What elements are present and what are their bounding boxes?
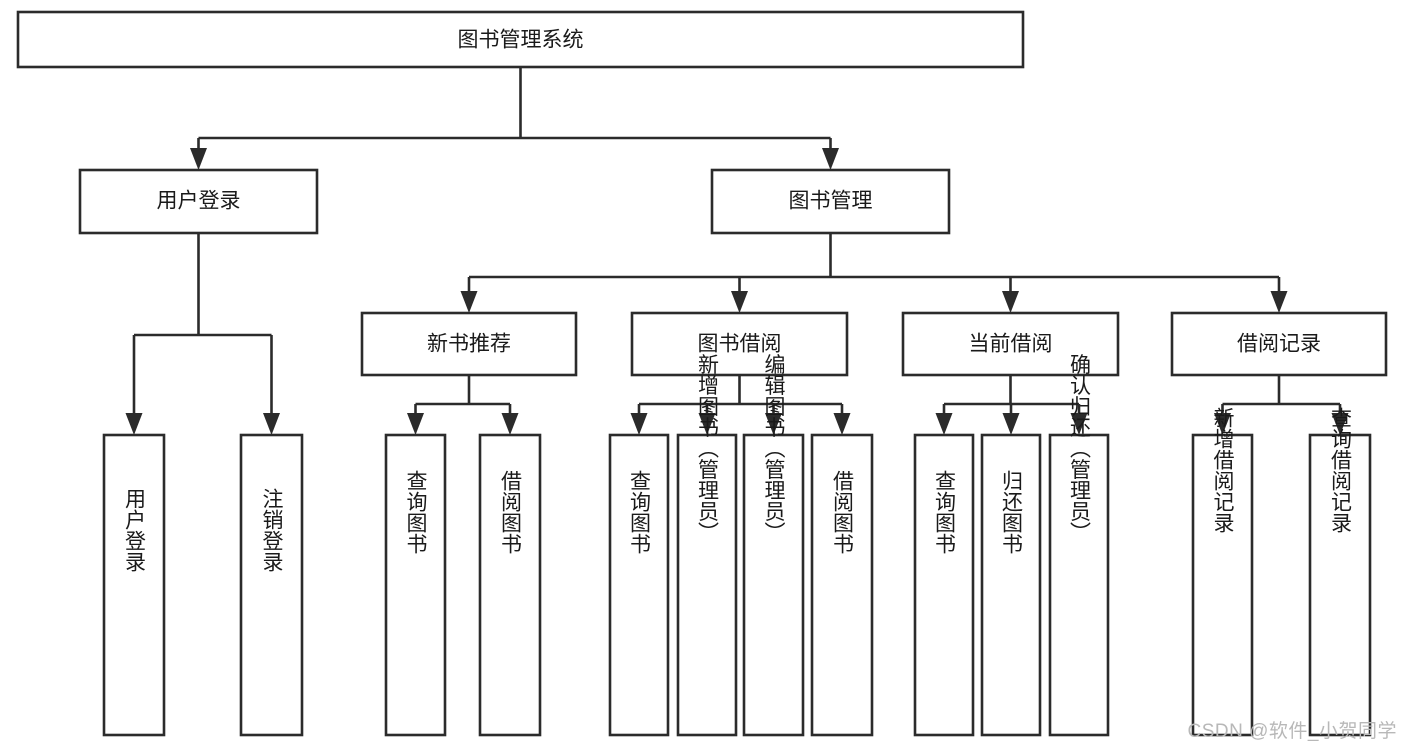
arrow-userlogin-to-leaf1 xyxy=(125,413,143,435)
node-leaf-add-record-label: 新增借阅记录 xyxy=(1211,407,1235,533)
arrow-bookborrow-to-leaf1 xyxy=(630,413,648,435)
node-leaf-borrow-book-2[interactable]: 借阅图书 xyxy=(810,433,874,737)
node-leaf-add-record-box[interactable] xyxy=(1191,433,1254,737)
node-leaf-borrow-book-1-label: 借阅图书 xyxy=(499,470,523,554)
node-leaf-borrow-book-2-box[interactable] xyxy=(810,433,874,737)
node-leaf-logout[interactable]: 注销登录 xyxy=(239,433,304,737)
node-user-login-box[interactable] xyxy=(78,168,319,235)
node-leaf-return-book[interactable]: 归还图书 xyxy=(980,433,1042,737)
node-leaf-add-record[interactable]: 新增借阅记录 xyxy=(1191,407,1254,737)
arrow-root-to-book-manage xyxy=(822,148,839,170)
node-leaf-logout-box[interactable] xyxy=(239,433,304,737)
node-new-book-rec[interactable]: 新书推荐 xyxy=(360,311,578,377)
node-leaf-add-book-box[interactable] xyxy=(676,433,738,737)
arrow-bookmanage-to-borrowrecord xyxy=(1270,291,1288,313)
arrow-root-to-user-login xyxy=(190,148,207,170)
node-new-book-rec-box[interactable] xyxy=(360,311,578,377)
node-leaf-query-book-3-box[interactable] xyxy=(913,433,975,737)
node-book-borrow-box[interactable] xyxy=(630,311,849,377)
csdn-watermark: CSDN @软件_小贺同学 xyxy=(1187,721,1397,742)
node-leaf-edit-book-label: 编辑图书（管理员） xyxy=(762,354,786,543)
node-leaf-user-login-box[interactable] xyxy=(102,433,166,737)
node-leaf-user-login-label: 用户登录 xyxy=(123,488,147,572)
node-leaf-confirm-return-box[interactable] xyxy=(1048,433,1110,737)
connector-layer xyxy=(125,67,1349,435)
arrow-currentborrow-to-leaf2 xyxy=(1002,413,1020,435)
node-leaf-logout-label: 注销登录 xyxy=(260,488,284,572)
node-leaf-query-book-1[interactable]: 查询图书 xyxy=(384,433,447,737)
node-book-borrow-label: 图书借阅 xyxy=(698,333,782,356)
node-current-borrow-label: 当前借阅 xyxy=(969,333,1053,356)
arrow-userlogin-to-leaf2 xyxy=(263,413,280,435)
node-borrow-record-label: 借阅记录 xyxy=(1237,333,1321,356)
node-user-login-label: 用户登录 xyxy=(157,190,241,213)
node-leaf-query-book-2-box[interactable] xyxy=(608,433,670,737)
arrow-currentborrow-to-leaf3 xyxy=(1070,413,1088,435)
node-book-manage-label: 图书管理 xyxy=(789,190,873,213)
node-leaf-query-book-3-label: 查询图书 xyxy=(933,470,957,554)
node-book-borrow[interactable]: 图书借阅 xyxy=(630,311,849,377)
node-borrow-record-box[interactable] xyxy=(1170,311,1388,377)
node-leaf-query-book-2-label: 查询图书 xyxy=(628,470,652,554)
node-leaf-add-book-label: 新增图书（管理员） xyxy=(696,354,720,543)
arrow-bookmanage-to-newbook xyxy=(460,291,478,313)
node-leaf-query-book-3[interactable]: 查询图书 xyxy=(913,433,975,737)
node-leaf-query-record-label: 查询借阅记录 xyxy=(1329,407,1353,533)
node-leaf-query-record-box[interactable] xyxy=(1308,433,1372,737)
arrow-newbook-to-leaf2 xyxy=(501,413,519,435)
node-leaf-edit-book-box[interactable] xyxy=(742,433,805,737)
node-leaf-query-book-1-box[interactable] xyxy=(384,433,447,737)
node-leaf-query-book-1-label: 查询图书 xyxy=(404,470,428,554)
node-book-manage[interactable]: 图书管理 xyxy=(710,168,951,235)
arrow-bookborrow-to-leaf4 xyxy=(833,413,851,435)
node-new-book-rec-label: 新书推荐 xyxy=(427,333,511,356)
node-leaf-query-book-2[interactable]: 查询图书 xyxy=(608,433,670,737)
arrow-bookmanage-to-bookborrow xyxy=(731,291,748,313)
node-leaf-borrow-book-1[interactable]: 借阅图书 xyxy=(478,433,542,737)
arrow-bookborrow-to-leaf2 xyxy=(698,413,716,435)
node-leaf-borrow-book-2-label: 借阅图书 xyxy=(831,470,855,554)
node-leaf-user-login[interactable]: 用户登录 xyxy=(102,433,166,737)
node-leaf-query-record[interactable]: 查询借阅记录 xyxy=(1308,407,1372,737)
node-current-borrow[interactable]: 当前借阅 xyxy=(901,311,1120,377)
node-root-label: 图书管理系统 xyxy=(458,29,584,52)
node-book-manage-box[interactable] xyxy=(710,168,951,235)
node-borrow-record[interactable]: 借阅记录 xyxy=(1170,311,1388,377)
node-leaf-return-book-box[interactable] xyxy=(980,433,1042,737)
node-leaf-confirm-return-label: 确认归还（管理员） xyxy=(1068,354,1092,543)
node-leaf-edit-book[interactable]: 编辑图书（管理员） xyxy=(742,354,805,737)
node-leaf-borrow-book-1-box[interactable] xyxy=(478,433,542,737)
arrow-newbook-to-leaf1 xyxy=(407,413,424,435)
arrow-borrowrecord-to-leaf2 xyxy=(1331,413,1349,435)
arrow-bookborrow-to-leaf3 xyxy=(765,413,782,435)
arrow-currentborrow-to-leaf1 xyxy=(935,413,953,435)
node-root[interactable]: 图书管理系统 xyxy=(16,10,1025,69)
arrow-borrowrecord-to-leaf1 xyxy=(1214,413,1231,435)
node-leaf-add-book[interactable]: 新增图书（管理员） xyxy=(676,354,738,737)
node-root-box[interactable] xyxy=(16,10,1025,69)
arrow-bookmanage-to-currentborrow xyxy=(1002,291,1019,313)
node-leaf-confirm-return[interactable]: 确认归还（管理员） xyxy=(1048,354,1110,737)
node-user-login[interactable]: 用户登录 xyxy=(78,168,319,235)
node-current-borrow-box[interactable] xyxy=(901,311,1120,377)
node-leaf-return-book-label: 归还图书 xyxy=(1000,470,1024,554)
